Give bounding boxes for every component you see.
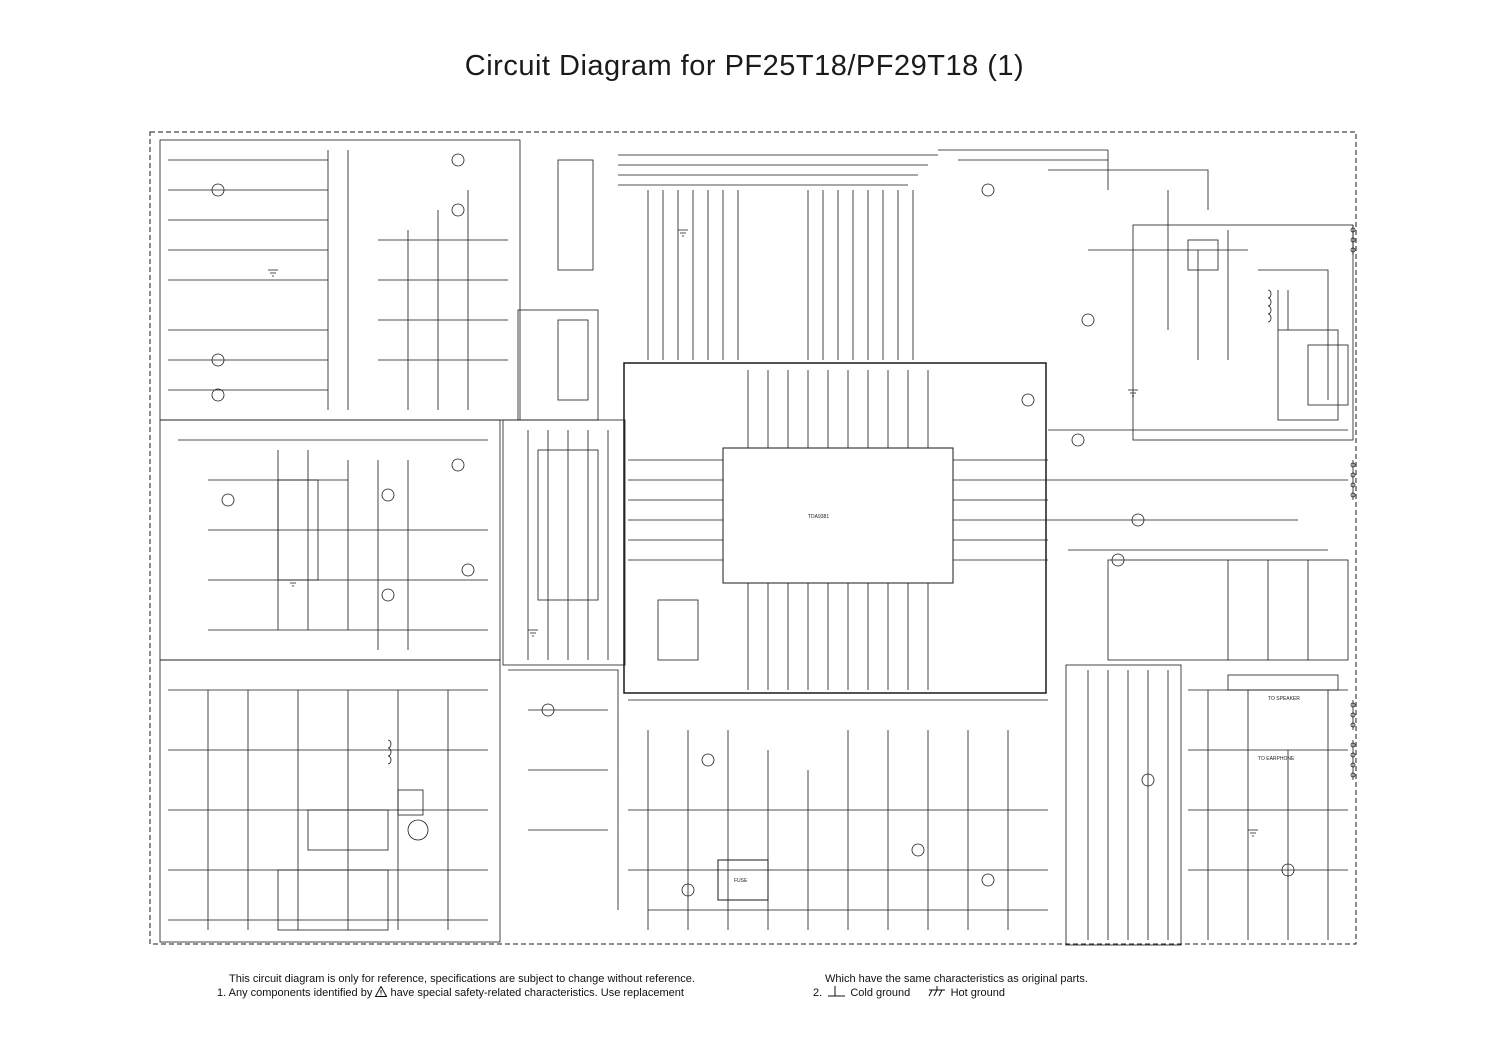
fuse-label: FUSE [734, 878, 748, 884]
to-earphone-label: TO EARPHONE [1258, 756, 1295, 762]
replacement-note: Which have the same characteristics as o… [825, 973, 1088, 985]
circuit-schematic: TDA9381 TO SPEAKER TO EARPHONE FUSE [149, 131, 1357, 946]
warning-triangle-icon [375, 986, 388, 997]
safety-note: 1. Any components identified by have spe… [217, 986, 684, 999]
cold-ground-icon [828, 986, 846, 997]
hot-ground-label: Hot ground [950, 987, 1006, 999]
disclaimer-note: This circuit diagram is only for referen… [229, 973, 695, 985]
cold-ground-label: Cold ground [850, 987, 911, 999]
schematic-wiring [149, 131, 1357, 946]
safety-note-suffix: have special safety-related characterist… [390, 987, 684, 999]
page-title: Circuit Diagram for PF25T18/PF29T18 (1) [464, 50, 1025, 82]
ground-legend-prefix: 2. [813, 987, 823, 999]
ground-legend: 2. Cold ground Hot ground [813, 986, 1005, 999]
to-speaker-label: TO SPEAKER [1268, 696, 1300, 702]
safety-note-prefix: 1. Any components identified by [217, 987, 373, 999]
main-ic-label: TDA9381 [808, 514, 829, 520]
hot-ground-icon [928, 986, 945, 997]
